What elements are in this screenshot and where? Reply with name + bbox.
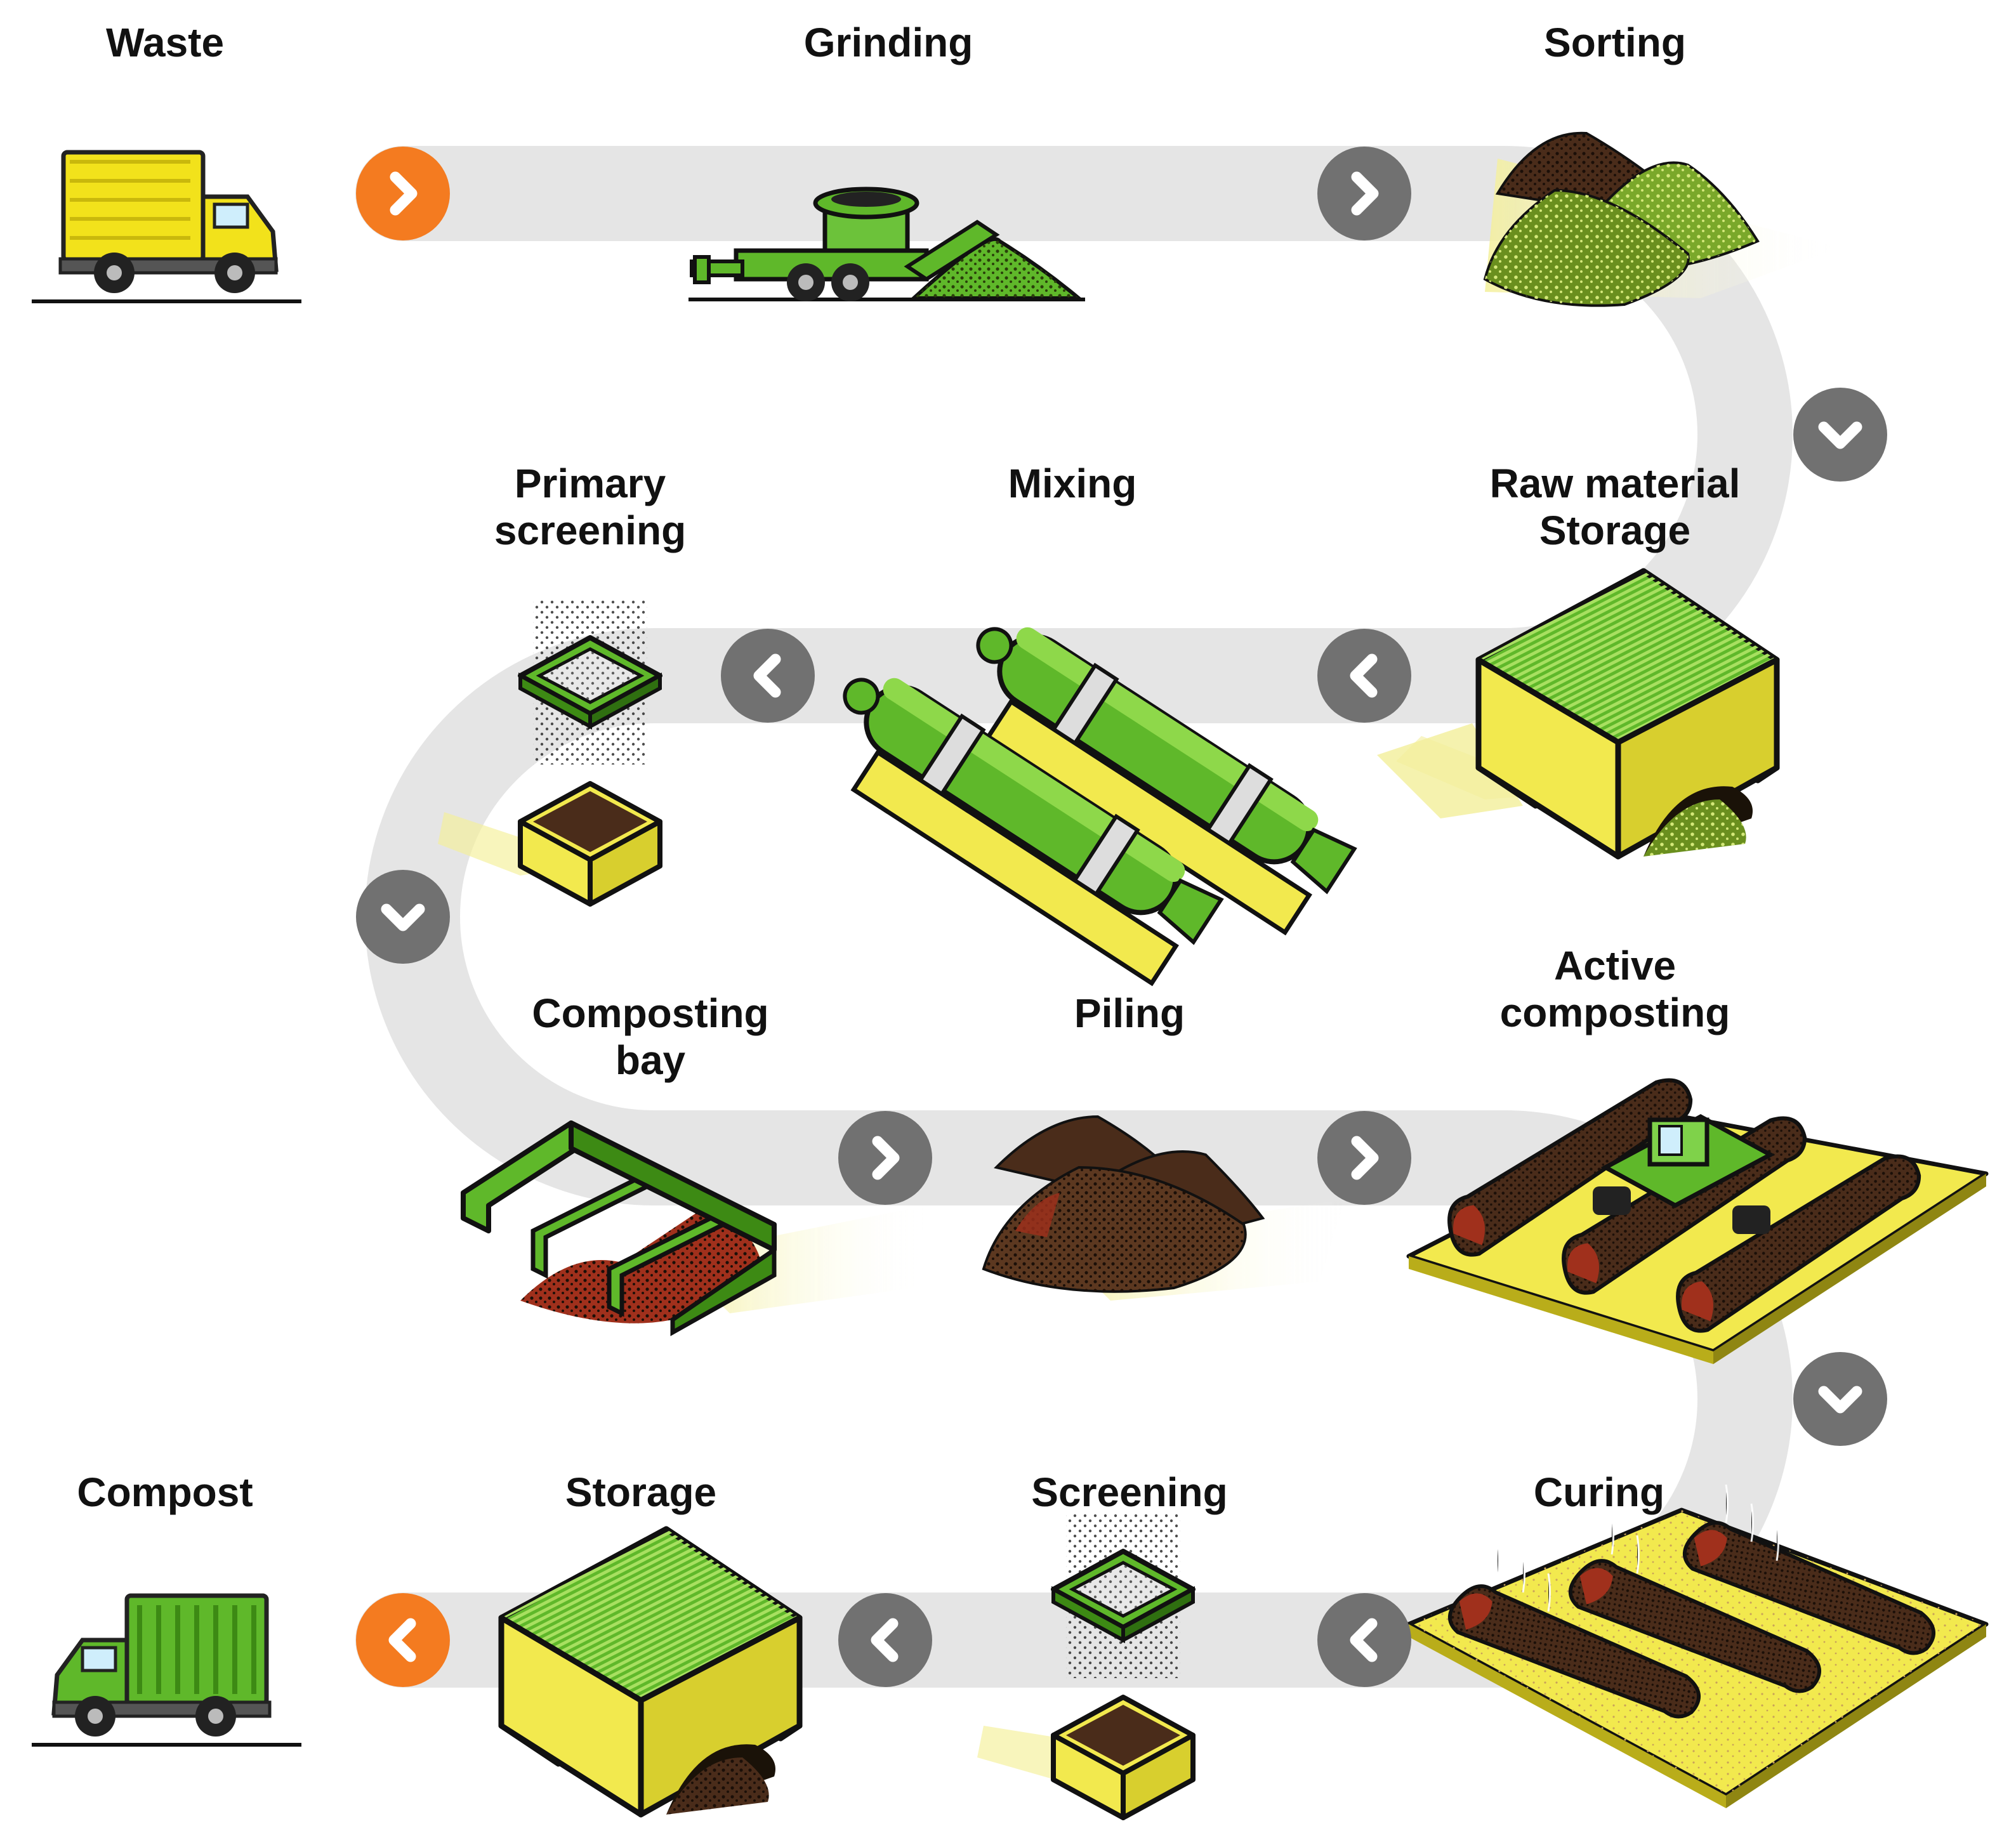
green-compost-truck-icon bbox=[32, 1596, 301, 1747]
arrow-left-orange-icon bbox=[356, 1593, 450, 1687]
yellow-garbage-truck-icon bbox=[32, 152, 301, 303]
label-storage: Storage bbox=[565, 1469, 717, 1515]
mixing-drums-icon bbox=[843, 627, 1357, 987]
sorted-piles-icon bbox=[1483, 131, 1760, 307]
arrow-right-gray-icon bbox=[1317, 147, 1411, 240]
storage-shed-icon bbox=[1377, 571, 1777, 857]
arrow-left-gray-icon bbox=[1317, 1593, 1411, 1687]
arrow-down-gray-icon bbox=[356, 870, 450, 964]
curing-windrows-icon bbox=[1406, 1452, 1989, 1808]
flow-arrows bbox=[356, 147, 1887, 1687]
label-sorting: Sorting bbox=[1544, 20, 1686, 65]
sieve-box-icon bbox=[1053, 1513, 1193, 1818]
arrow-right-gray-icon bbox=[1317, 1111, 1411, 1205]
label-mixing: Mixing bbox=[1008, 461, 1137, 506]
label-compost: Compost bbox=[77, 1469, 253, 1515]
label-curing: Curing bbox=[1533, 1469, 1665, 1515]
label-screening: Screening bbox=[1031, 1469, 1228, 1515]
label-waste: Waste bbox=[105, 20, 225, 65]
grinder-machine-icon bbox=[688, 187, 1085, 301]
composting-bay-icon bbox=[461, 1120, 777, 1336]
arrow-left-gray-icon bbox=[1317, 629, 1411, 723]
compost-pile-icon bbox=[982, 1115, 1265, 1293]
arrow-left-gray-icon bbox=[838, 1593, 932, 1687]
arrow-down-gray-icon bbox=[1793, 1352, 1887, 1446]
arrow-down-gray-icon bbox=[1793, 388, 1887, 482]
windrow-turner-icon bbox=[1406, 1080, 1989, 1364]
arrow-right-orange-icon bbox=[356, 147, 450, 240]
storage-shed-icon bbox=[501, 1529, 800, 1815]
arrow-left-gray-icon bbox=[721, 629, 815, 723]
arrow-right-gray-icon bbox=[838, 1111, 932, 1205]
label-grinding: Grinding bbox=[803, 20, 973, 65]
sieve-box-icon bbox=[520, 600, 660, 904]
label-piling: Piling bbox=[1074, 990, 1185, 1036]
